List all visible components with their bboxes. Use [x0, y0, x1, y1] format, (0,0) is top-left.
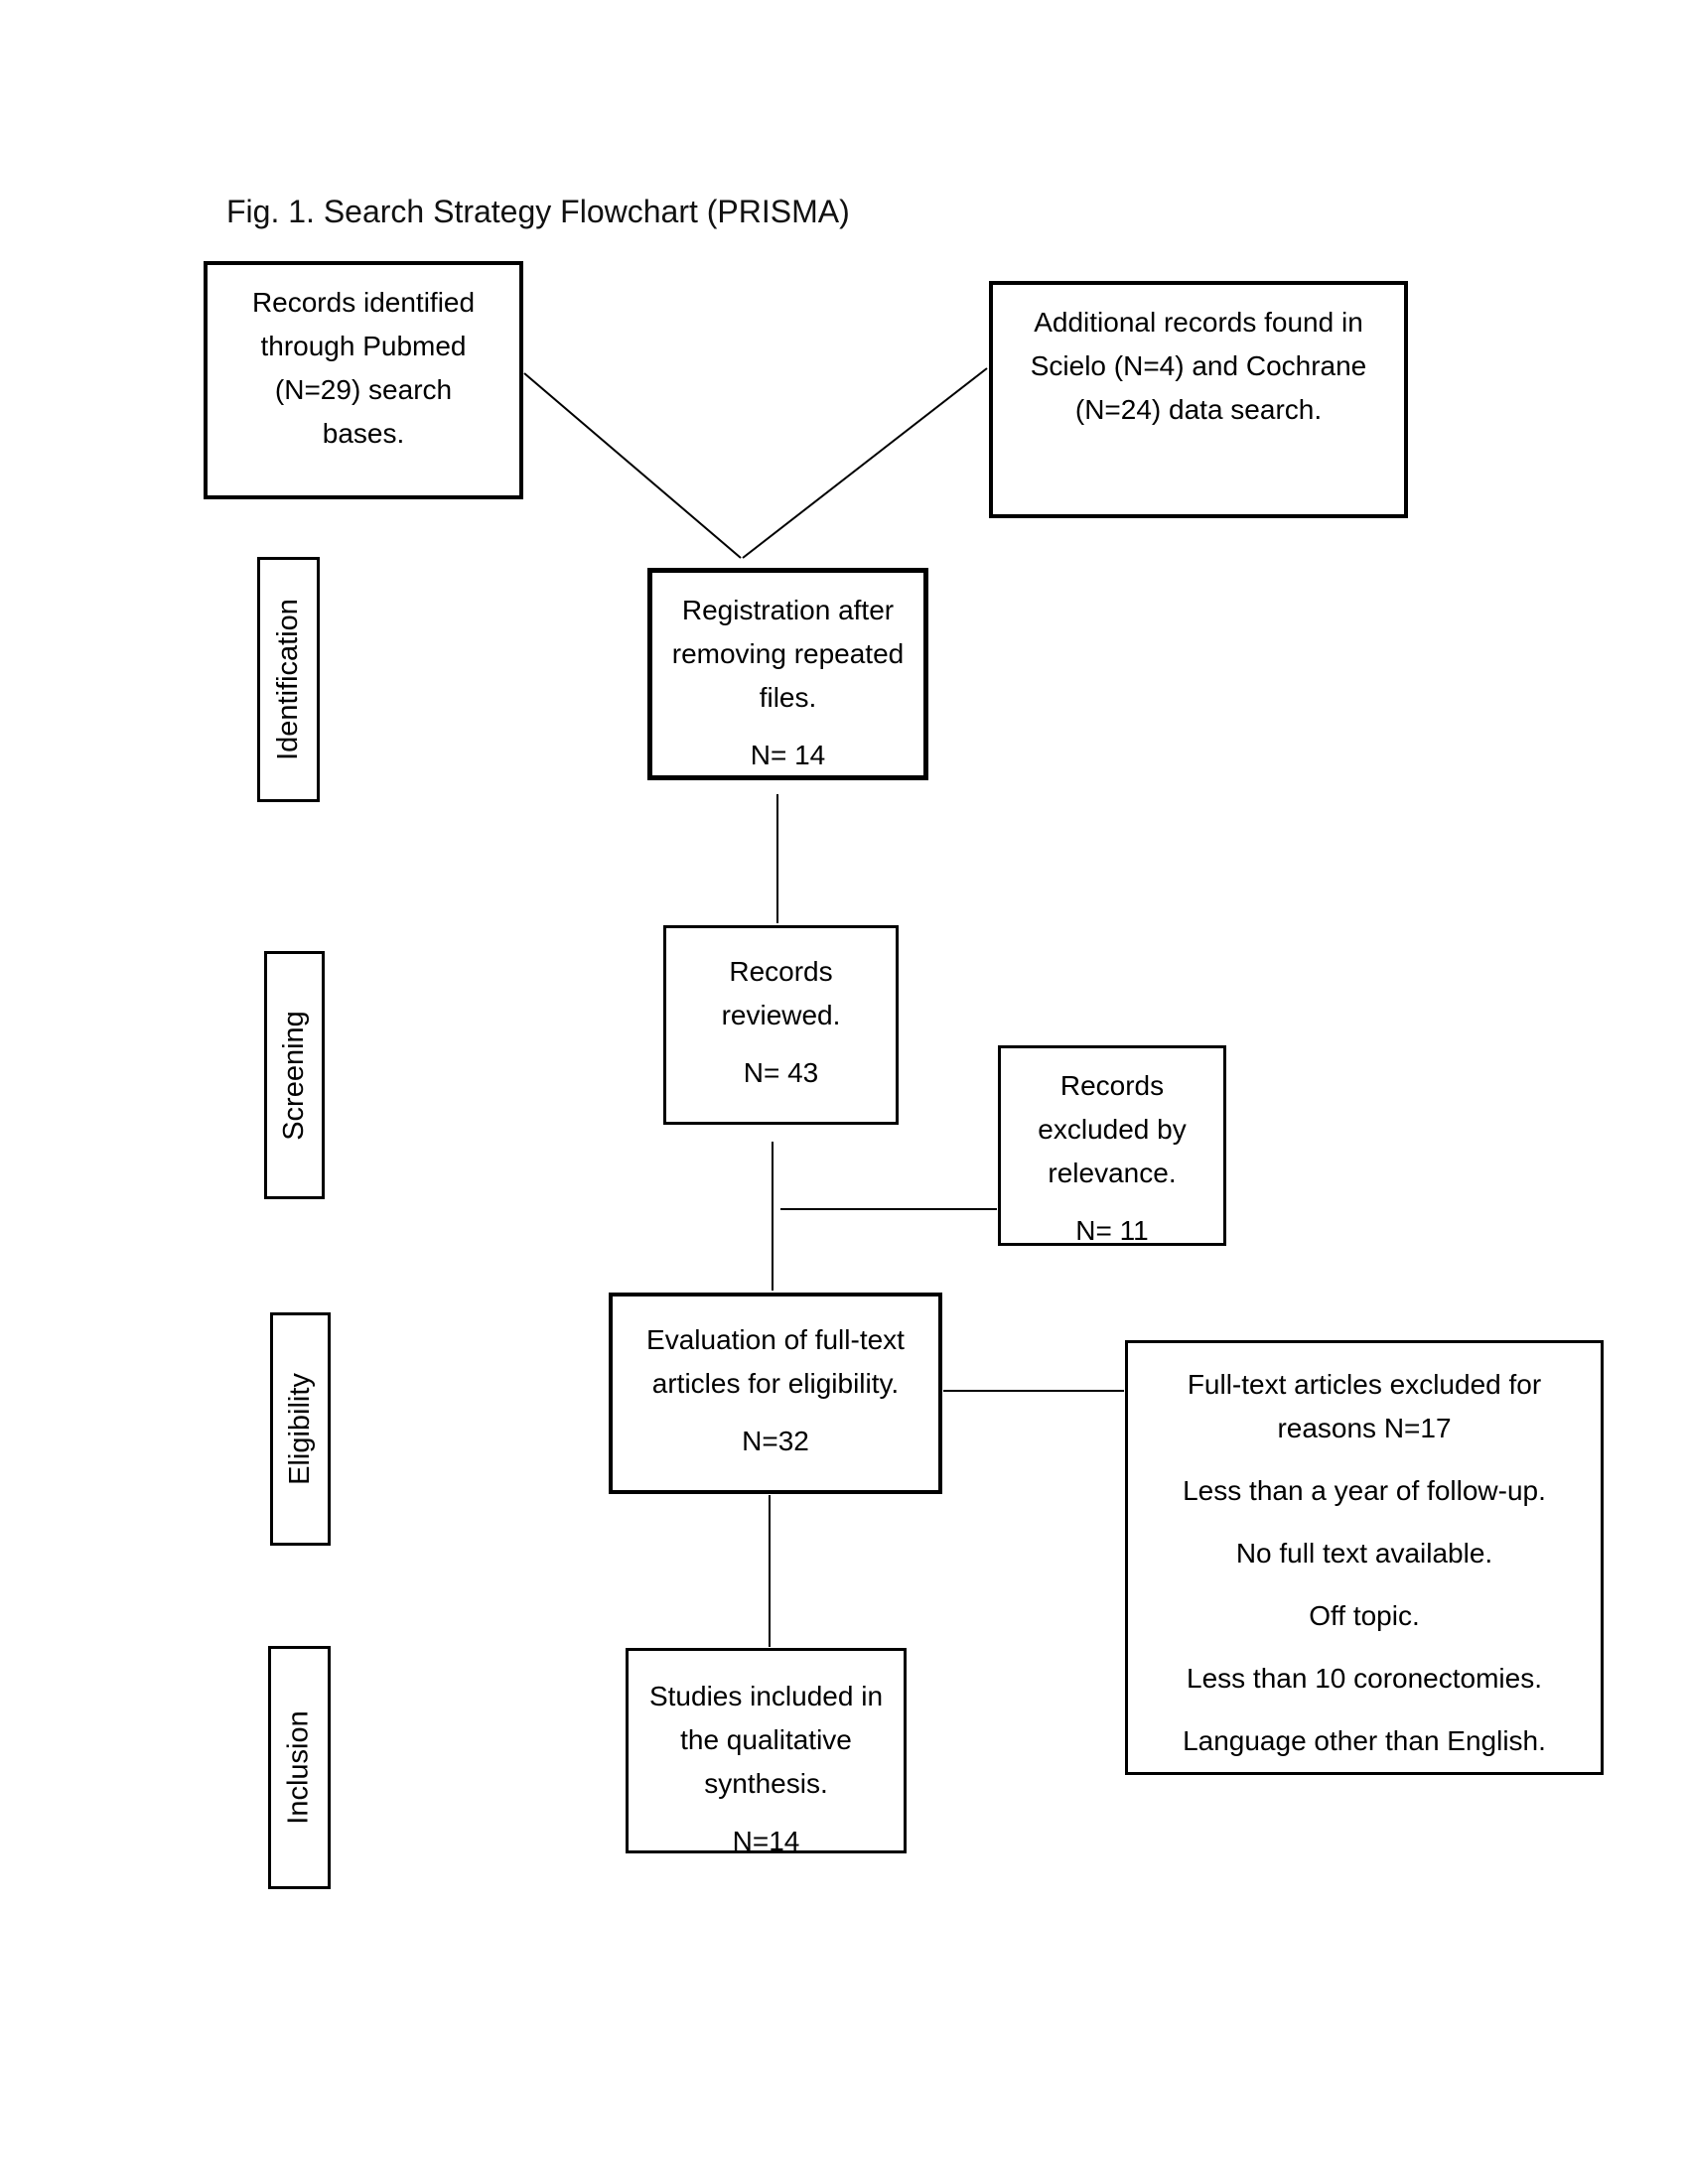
exclusion-reason-item: Less than a year of follow-up. [1183, 1475, 1546, 1506]
additional-records-text: Additional records found in Scielo (N=4)… [1030, 307, 1367, 425]
exclusion-reason-item: Language other than English. [1183, 1725, 1546, 1756]
figure-title: Fig. 1. Search Strategy Flowchart (PRISM… [226, 194, 850, 229]
records-reviewed-count: N= 43 [743, 1057, 819, 1088]
exclusion-reasons-heading: Full-text articles excluded for reasons … [1187, 1369, 1542, 1443]
records-identified-box: Records identified through Pubmed (N=29)… [204, 261, 523, 499]
exclusion-reason-item: Less than 10 coronectomies. [1187, 1663, 1542, 1694]
stage-box-inclusion: Inclusion [268, 1646, 331, 1889]
evaluation-count: N=32 [742, 1426, 809, 1456]
registration-count: N= 14 [750, 740, 826, 770]
stage-label-eligibility: Eligibility [284, 1373, 317, 1485]
records-identified-text: Records identified through Pubmed (N=29)… [251, 287, 476, 449]
stage-label-screening: Screening [278, 1010, 310, 1141]
registration-text: Registration after removing repeated fil… [671, 595, 905, 713]
records-excluded-box: Records excluded by relevance. N= 11 [998, 1045, 1226, 1246]
studies-included-count: N=14 [732, 1826, 800, 1856]
registration-box: Registration after removing repeated fil… [647, 568, 928, 780]
records-reviewed-text: Records reviewed. [721, 956, 841, 1030]
evaluation-text: Evaluation of full-text articles for eli… [646, 1324, 905, 1399]
exclusion-reasons-box: Full-text articles excluded for reasons … [1125, 1340, 1604, 1775]
stage-box-screening: Screening [264, 951, 325, 1199]
stage-box-eligibility: Eligibility [270, 1312, 331, 1546]
records-excluded-count: N= 11 [1075, 1215, 1149, 1246]
exclusion-reason-item: Off topic. [1309, 1600, 1420, 1631]
exclusion-reason-item: No full text available. [1235, 1538, 1493, 1569]
stage-label-inclusion: Inclusion [283, 1710, 315, 1825]
records-excluded-text: Records excluded by relevance. [1038, 1070, 1187, 1188]
studies-included-box: Studies included in the qualitative synt… [626, 1648, 907, 1856]
records-reviewed-box: Records reviewed. N= 43 [663, 925, 899, 1125]
additional-records-box: Additional records found in Scielo (N=4)… [989, 281, 1408, 518]
studies-included-text: Studies included in the qualitative synt… [648, 1681, 884, 1799]
stage-box-identification: Identification [257, 557, 320, 802]
stage-label-identification: Identification [272, 599, 305, 760]
connector-additional-to-registration [742, 367, 988, 559]
evaluation-box: Evaluation of full-text articles for eli… [609, 1293, 942, 1494]
connector-identified-to-registration [523, 372, 742, 559]
